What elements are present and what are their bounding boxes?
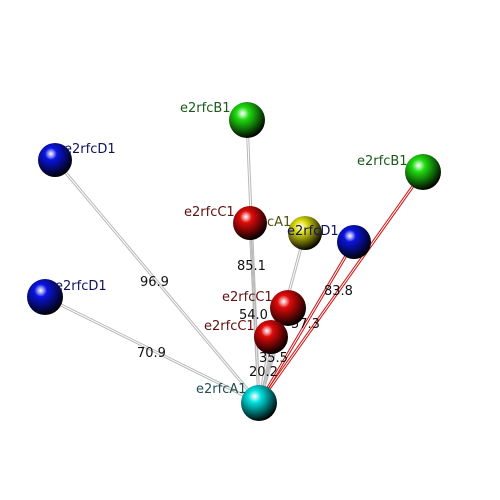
atom-label: e2rfcD1 [287, 224, 339, 239]
atom-sphere-b[interactable] [229, 102, 265, 138]
bond-line [53, 160, 259, 404]
bonds-layer [44, 119, 425, 405]
atom-sphere-b[interactable] [405, 154, 441, 190]
atom-label: e2rfcA1 [196, 382, 247, 397]
distance-label: 70.9 [137, 346, 166, 361]
atom-sphere-d[interactable] [27, 279, 63, 315]
atom-sphere-d[interactable] [337, 225, 371, 259]
atom-sphere-a[interactable] [288, 216, 322, 250]
bond-line [259, 172, 425, 404]
atom-label: e2rfcC1 [222, 290, 273, 305]
distance-label: 20.2 [249, 365, 278, 380]
atom-sphere-d[interactable] [38, 143, 72, 177]
bond-line [250, 222, 261, 403]
bond-line [259, 242, 356, 404]
distance-label: 96.9 [140, 275, 169, 290]
bond-line [248, 223, 259, 404]
atom-label: e2rfcD1 [55, 279, 107, 294]
atoms-layer[interactable] [27, 102, 441, 421]
atom-sphere-c[interactable] [270, 290, 306, 326]
atom-label: e2rfcD1 [64, 142, 116, 157]
distance-label: 83.8 [324, 284, 353, 299]
atom-sphere-c[interactable] [233, 206, 267, 240]
atom-label: e2rfcB1 [180, 101, 231, 116]
distance-label: 54.0 [239, 308, 268, 323]
bond-line [55, 159, 261, 403]
atom-label: e2rfcC1 [184, 205, 235, 220]
bond-line [45, 295, 260, 403]
distance-label: 35.5 [259, 351, 288, 366]
atom-sphere-a[interactable] [241, 385, 277, 421]
atom-label: e2rfcC1 [204, 319, 255, 334]
atom-sphere-c[interactable] [254, 320, 288, 354]
bond-line [44, 297, 259, 405]
distance-labels: 96.970.985.183.854.035.557.320.2 [137, 259, 353, 380]
atom-label: cA1 [267, 215, 291, 230]
atom-label: e2rfcB1 [357, 154, 408, 169]
atom-labels: e2rfcA1 e2rfcB1 e2rfcB1 e2rfcD1 e2rfcD1 e2rfc… [55, 101, 408, 397]
bond-line [257, 241, 354, 403]
bond-line [257, 171, 423, 403]
distance-label: 85.1 [237, 259, 266, 274]
